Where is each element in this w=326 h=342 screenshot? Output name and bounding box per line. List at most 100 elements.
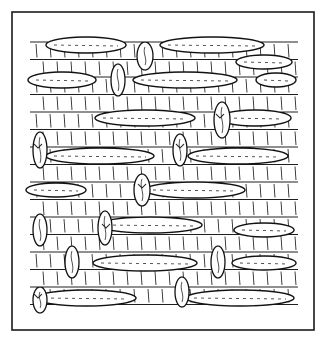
weft-hatch-line — [232, 219, 233, 233]
weft-hatch-line — [85, 272, 86, 286]
weft-hatch-line — [211, 202, 212, 216]
weft-hatch-line — [169, 202, 170, 216]
weft-hatch-line — [43, 167, 44, 181]
weft-float — [145, 182, 245, 198]
weft-float — [188, 148, 288, 164]
weft-hatch-line — [127, 97, 128, 111]
weft-hatch-line — [253, 132, 254, 146]
weft-hatch-line — [197, 97, 198, 111]
weft-hatch-line — [239, 97, 240, 111]
weft-hatch-line — [85, 97, 86, 111]
weft-hatch-line — [288, 184, 289, 198]
weft-hatch-line — [106, 79, 107, 93]
weft-hatch-line — [127, 202, 128, 216]
weft-hatch-line — [92, 114, 93, 128]
weft-hatch-line — [260, 184, 261, 198]
weft-hatch-line — [204, 219, 205, 233]
weft-hatch-line — [239, 132, 240, 146]
weft-hatch-line — [71, 202, 72, 216]
weft-hatch-line — [218, 219, 219, 233]
weft-hatch-line — [113, 97, 114, 111]
weft-hatch-line — [78, 219, 79, 233]
weft-hatch-line — [281, 167, 282, 181]
weft-hatch-line — [148, 289, 149, 303]
weft-hatch-line — [281, 97, 282, 111]
weft-hatch-line — [155, 202, 156, 216]
weft-hatch-line — [267, 132, 268, 146]
weft-hatch-line — [239, 272, 240, 286]
weft-hatch-line — [85, 132, 86, 146]
weft-hatch-line — [36, 254, 37, 268]
weft-hatch-line — [253, 97, 254, 111]
weft-hatch-line — [92, 184, 93, 198]
weft-hatch-line — [71, 132, 72, 146]
weft-hatch-line — [204, 254, 205, 268]
weft-hatch-line — [57, 237, 58, 251]
weft-hatch-line — [246, 79, 247, 93]
weft-hatch-line — [281, 237, 282, 251]
weft-hatch-line — [295, 237, 296, 251]
weft-hatch-line — [253, 202, 254, 216]
weave-pattern — [26, 37, 298, 313]
weft-hatch-line — [225, 62, 226, 76]
weft-hatch-line — [211, 272, 212, 286]
weft-hatch-line — [99, 132, 100, 146]
weft-hatch-line — [267, 167, 268, 181]
weft-hatch-line — [197, 237, 198, 251]
weft-hatch-line — [239, 202, 240, 216]
weft-hatch-line — [57, 167, 58, 181]
weft-hatch-line — [225, 167, 226, 181]
weft-hatch-line — [99, 167, 100, 181]
weft-hatch-line — [50, 254, 51, 268]
weft-hatch-line — [64, 219, 65, 233]
weft-hatch-line — [36, 44, 37, 58]
weft-hatch-line — [120, 184, 121, 198]
weft-hatch-line — [85, 237, 86, 251]
weft-hatch-line — [141, 97, 142, 111]
weft-hatch-line — [155, 97, 156, 111]
weft-hatch-line — [57, 272, 58, 286]
weft-hatch-line — [211, 97, 212, 111]
weft-hatch-line — [113, 237, 114, 251]
weft-hatch-line — [57, 132, 58, 146]
weft-hatch-line — [134, 44, 135, 58]
weft-hatch-line — [127, 272, 128, 286]
weft-hatch-line — [288, 44, 289, 58]
weft-hatch-line — [225, 237, 226, 251]
weft-hatch-line — [295, 62, 296, 76]
weft-hatch-line — [155, 167, 156, 181]
weft-hatch-line — [57, 97, 58, 111]
weft-hatch-line — [295, 202, 296, 216]
weft-hatch-line — [281, 202, 282, 216]
weft-hatch-line — [43, 97, 44, 111]
weft-hatch-line — [267, 237, 268, 251]
weft-hatch-line — [295, 132, 296, 146]
weft-hatch-line — [169, 237, 170, 251]
weft-hatch-line — [113, 272, 114, 286]
weft-hatch-line — [92, 254, 93, 268]
weft-hatch-line — [211, 167, 212, 181]
weft-hatch-line — [183, 202, 184, 216]
weft-hatch-line — [85, 167, 86, 181]
weft-hatch-line — [43, 272, 44, 286]
weft-hatch-line — [211, 132, 212, 146]
weft-hatch-line — [197, 167, 198, 181]
weft-hatch-line — [99, 62, 100, 76]
weft-hatch-line — [162, 149, 163, 163]
weft-hatch-line — [211, 237, 212, 251]
weft-float — [46, 37, 126, 53]
weft-hatch-line — [267, 272, 268, 286]
weft-hatch-line — [127, 132, 128, 146]
weft-hatch-line — [267, 202, 268, 216]
weft-float — [36, 290, 136, 306]
weft-hatch-line — [155, 272, 156, 286]
weft-hatch-line — [113, 167, 114, 181]
weft-hatch-line — [239, 167, 240, 181]
weft-hatch-line — [113, 202, 114, 216]
weft-hatch-line — [183, 167, 184, 181]
weft-hatch-line — [99, 97, 100, 111]
weft-hatch-line — [99, 272, 100, 286]
weft-hatch-line — [225, 272, 226, 286]
weft-hatch-line — [169, 132, 170, 146]
